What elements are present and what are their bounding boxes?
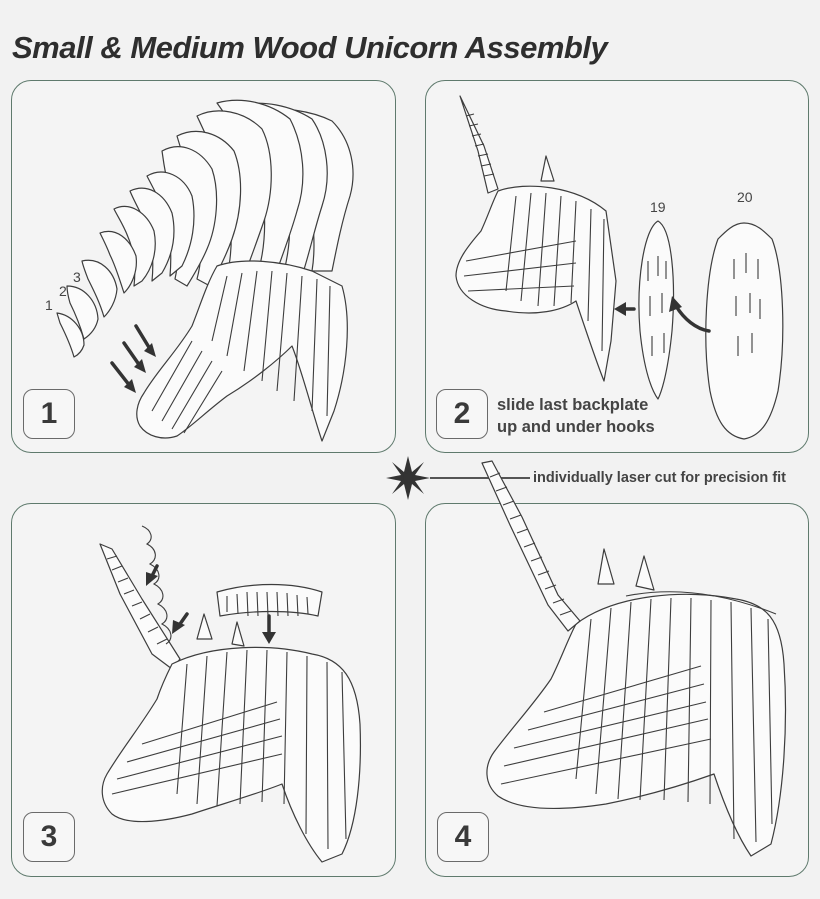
arrow-icon	[172, 620, 185, 634]
mane-slices	[56, 99, 354, 358]
step-3-panel: 3	[11, 503, 396, 877]
arrow-icon	[674, 304, 711, 333]
arrow-icon	[110, 361, 132, 388]
step-1-panel: 1 2 3 1	[11, 80, 396, 453]
step-2-caption-line2: up and under hooks	[497, 418, 655, 436]
arrow-icon	[614, 302, 626, 316]
arrow-icon	[178, 612, 189, 626]
step-4-horn	[481, 460, 581, 632]
step-1-illustration	[56, 99, 354, 442]
step-4-illustration	[486, 548, 787, 857]
arrow-icon	[144, 343, 156, 357]
arrow-icon	[134, 324, 152, 351]
step-2-caption-line1: slide last backplate	[497, 396, 649, 414]
part-label-1: 1	[45, 297, 53, 313]
step-2-illustration	[455, 95, 784, 440]
slice-arrows	[110, 324, 156, 393]
arrow-icon	[262, 632, 276, 644]
part-label-3: 3	[73, 269, 81, 285]
head-frame	[136, 260, 348, 442]
arrow-icon	[134, 359, 146, 373]
step-4-panel: 4	[425, 503, 809, 877]
horn	[459, 95, 499, 194]
arrow-icon	[669, 296, 682, 312]
step-1-badge: 1	[23, 389, 75, 439]
backplate-20	[705, 222, 784, 440]
arrow-icon	[124, 379, 136, 393]
part-label-20: 20	[737, 189, 753, 205]
laser-burst-icon	[386, 456, 530, 500]
page-title: Small & Medium Wood Unicorn Assembly	[12, 30, 608, 65]
step-3-badge: 3	[23, 812, 75, 862]
arrow-icon	[146, 572, 158, 586]
step-2-badge: 2	[436, 389, 488, 439]
part-label-2: 2	[59, 283, 67, 299]
arrow-icon	[122, 341, 142, 368]
part-label-19: 19	[650, 199, 666, 215]
step-2-panel: 19 20 2 slide last backplate up and unde…	[425, 80, 809, 453]
backplate-19	[638, 220, 675, 400]
step-2-caption: slide last backplate up and under hooks	[497, 394, 655, 438]
step-3-illustration	[99, 525, 362, 863]
laser-note: individually laser cut for precision fit	[533, 470, 786, 486]
step-4-badge: 4	[437, 812, 489, 862]
